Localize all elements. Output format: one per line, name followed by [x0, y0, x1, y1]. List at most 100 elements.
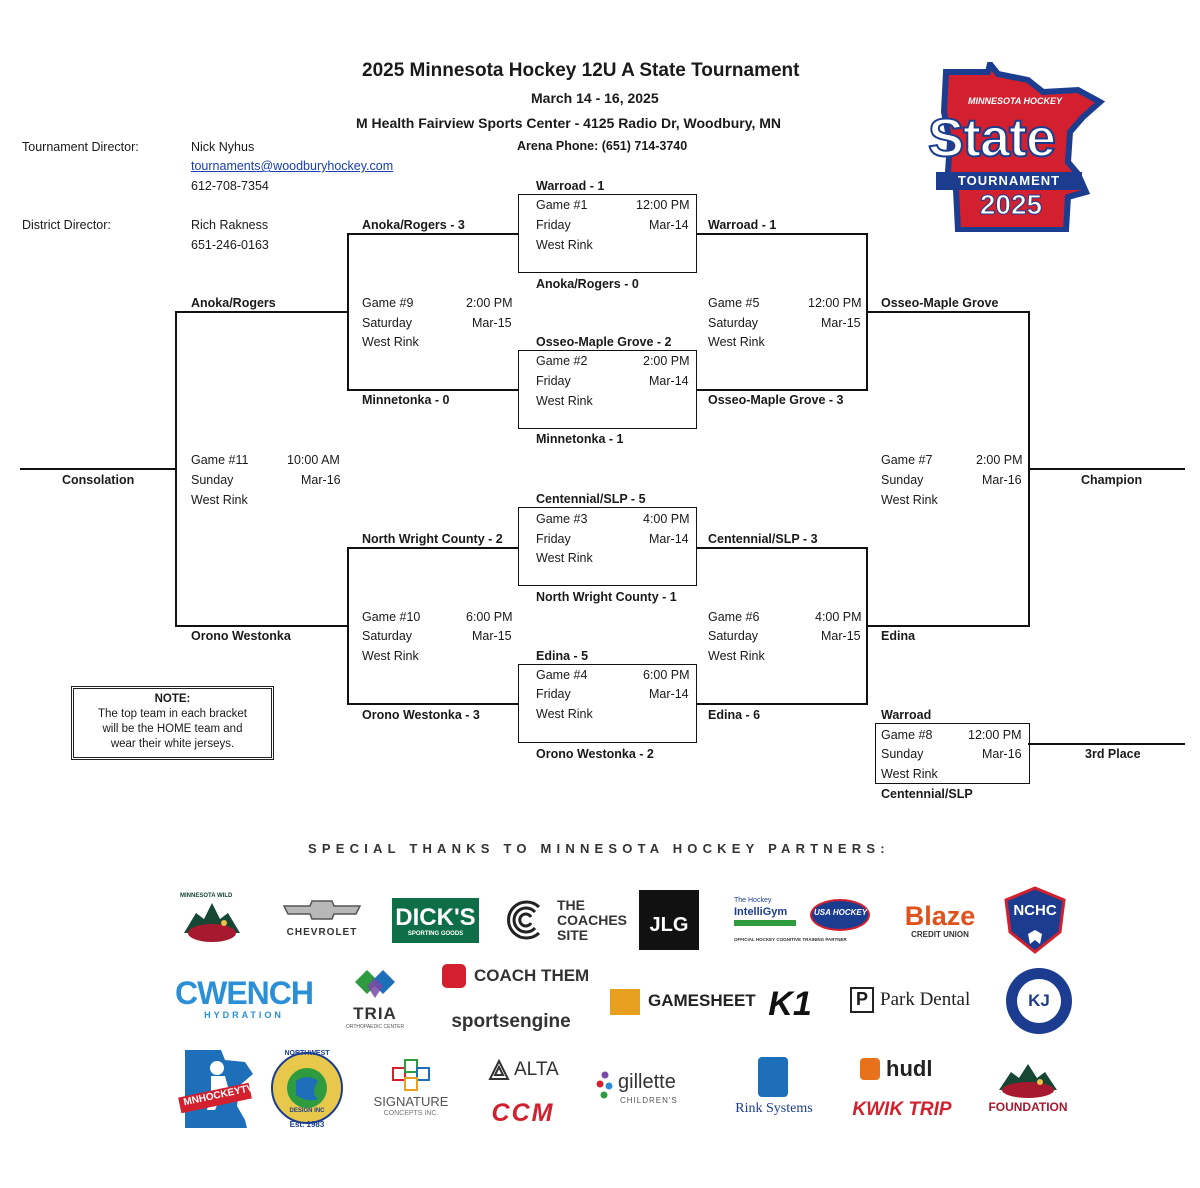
signature-subtext: CONCEPTS INC.: [383, 1110, 439, 1117]
coaches-site-c-icon: [507, 900, 541, 940]
gamesheet-text: GAMESHEET: [648, 991, 756, 1010]
consolation-label: Consolation: [62, 473, 135, 487]
g10-bottom-line: [347, 703, 518, 705]
g8-bottom-team: Centennial/SLP: [881, 787, 973, 801]
g4-top-team: Edina - 5: [536, 649, 589, 663]
partners-heading: SPECIAL THANKS TO MINNESOTA HOCKEY PARTN…: [308, 841, 890, 856]
alta-logo: ALTA: [486, 1055, 566, 1085]
rink-systems-icon: [758, 1057, 788, 1097]
g3-day: Friday: [536, 532, 571, 546]
intelligym-bar: [734, 920, 796, 926]
g9-top-team: Anoka/Rogers - 3: [362, 218, 465, 232]
td-name: Nick Nyhus: [191, 140, 255, 154]
g2-day: Friday: [536, 374, 571, 388]
signature-squares-icon: [392, 1059, 430, 1091]
g10-time: 6:00 PM: [466, 610, 513, 624]
nchc-text: NCHC: [1013, 902, 1057, 919]
g10-date: Mar-15: [472, 629, 512, 643]
usa-hockey-badge: [810, 899, 870, 931]
note-line-1: The top team in each bracket: [98, 708, 247, 720]
sportsengine-text: sportsengine: [451, 1011, 571, 1032]
g5-top-team: Warroad - 1: [708, 218, 777, 232]
logo-top-text: MINNESOTA HOCKEY: [968, 96, 1063, 106]
note-line-2: will be the HOME team and: [102, 723, 243, 735]
g10-top-line: [347, 547, 518, 549]
g7-date: Mar-16: [982, 473, 1022, 487]
g1-date: Mar-14: [649, 218, 689, 232]
jlg-text: JLG: [649, 913, 689, 936]
nchc-logo: NCHC: [1002, 886, 1068, 954]
g10-top-team: North Wright County - 2: [362, 532, 503, 546]
g9-time: 2:00 PM: [466, 296, 513, 310]
northwest-est: Est. 1983: [289, 1120, 325, 1129]
g10-number: Game #10: [362, 610, 421, 624]
g8-day: Sunday: [881, 747, 924, 761]
g5-bottom-team: Osseo-Maple Grove - 3: [708, 393, 844, 407]
game-4-box: [518, 664, 697, 743]
g2-time: 2:00 PM: [643, 354, 690, 368]
dicks-subtext: SPORTING GOODS: [407, 930, 464, 937]
g4-rink: West Rink: [536, 707, 593, 721]
g9-date: Mar-15: [472, 316, 512, 330]
dd-phone: 651-246-0163: [191, 238, 269, 252]
third-place-label: 3rd Place: [1085, 747, 1141, 761]
g2-bottom-team: Minnetonka - 1: [536, 432, 624, 446]
sportsengine-logo: sportsengine: [438, 1008, 584, 1036]
g4-date: Mar-14: [649, 687, 689, 701]
dd-label: District Director:: [22, 218, 111, 232]
northwest-text-2: DESIGN INC: [289, 1108, 325, 1114]
gillette-dots-icon: [596, 1071, 613, 1099]
intelligym-text-1: The Hockey: [734, 897, 772, 904]
k1-logo: K1: [762, 982, 818, 1026]
chevrolet-text: CHEVROLET: [286, 927, 358, 938]
wild-foundation-logo: FOUNDATION: [978, 1058, 1078, 1124]
g9-day: Saturday: [362, 316, 413, 330]
g1-day: Friday: [536, 218, 571, 232]
g1-rink: West Rink: [536, 238, 593, 252]
g8-top-team: Warroad: [881, 708, 932, 722]
usa-hockey-text: USA HOCKEY: [814, 908, 868, 917]
g3-date: Mar-14: [649, 532, 689, 546]
g3-time: 4:00 PM: [643, 512, 690, 526]
g4-bottom-team: Orono Westonka - 2: [536, 747, 654, 761]
ccm-logo: CCM: [474, 1098, 572, 1128]
park-dental-text: Park Dental: [880, 989, 971, 1010]
g6-top-line: [697, 547, 868, 549]
g10-day: Saturday: [362, 629, 413, 643]
kj-logo: KJ: [1004, 966, 1074, 1036]
tria-subtext: ORTHOPAEDIC CENTER: [345, 1024, 405, 1030]
g11-bottom-line: [175, 625, 349, 627]
g7-top-team: Osseo-Maple Grove: [881, 296, 999, 310]
champion-line: [1028, 468, 1185, 470]
g6-time: 4:00 PM: [815, 610, 862, 624]
td-email-link[interactable]: tournaments@woodburyhockey.com: [191, 159, 394, 173]
g6-bottom-team: Edina - 6: [708, 708, 761, 722]
intelligym-caption: OFFICIAL HOCKEY COGNITIVE TRAINING PARTN…: [734, 937, 847, 942]
game-8-box: [875, 723, 1030, 784]
g5-date: Mar-15: [821, 316, 861, 330]
g2-rink: West Rink: [536, 394, 593, 408]
blaze-logo: Blaze CREDIT UNION: [896, 897, 984, 943]
tria-logo: TRIA ORTHOPAEDIC CENTER: [340, 968, 410, 1032]
g7-rink: West Rink: [881, 493, 938, 507]
jlg-logo: JLG: [639, 890, 699, 950]
g5-bottom-line: [697, 389, 868, 391]
kwik-trip-logo: KWIK TRIP: [846, 1095, 958, 1125]
kj-badge-icon: [1006, 968, 1072, 1034]
arena-phone: Arena Phone: (651) 714-3740: [517, 139, 688, 153]
g10-rink: West Rink: [362, 649, 419, 663]
wild-emblem-icon: [184, 902, 240, 942]
g3-rink: West Rink: [536, 551, 593, 565]
g6-bottom-line: [697, 703, 868, 705]
td-label: Tournament Director:: [22, 140, 139, 154]
wild-text: MINNESOTA WILD: [180, 893, 233, 899]
coaches-text-2: COACHES: [557, 912, 628, 928]
intelligym-text-2: IntelliGym: [734, 906, 788, 918]
dd-name: Rich Rakness: [191, 218, 269, 232]
wild-foundation-emblem-icon: [999, 1064, 1057, 1098]
g3-top-team: Centennial/SLP - 5: [536, 492, 646, 506]
g11-top-line: [175, 311, 349, 313]
g7-time: 2:00 PM: [976, 453, 1023, 467]
g3-bottom-team: North Wright County - 1: [536, 590, 677, 604]
g7-bottom-line: [866, 625, 1030, 627]
